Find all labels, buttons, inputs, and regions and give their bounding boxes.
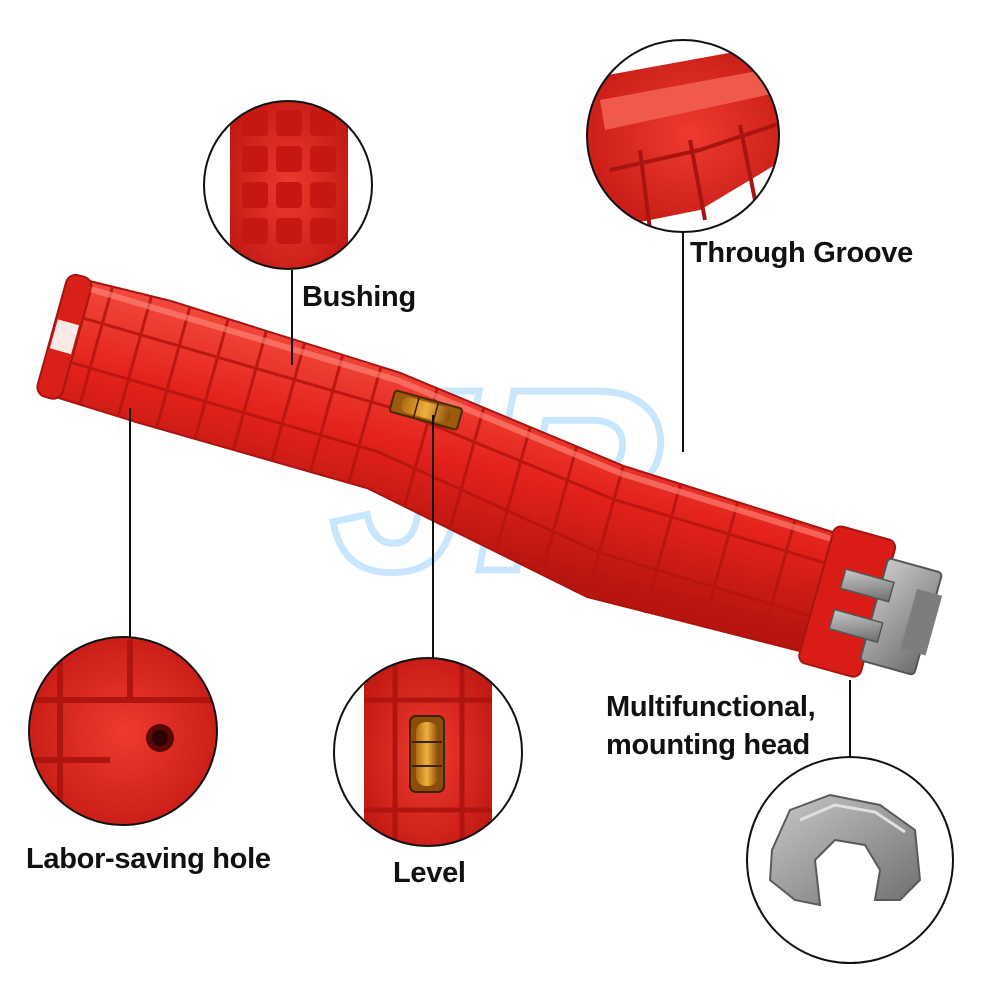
through-groove-detail (586, 39, 780, 233)
level-detail (333, 657, 523, 847)
metal-head (828, 557, 943, 676)
mounting-head-detail (746, 756, 954, 964)
mounting-head-label-line1: Multifunctional, (606, 691, 816, 723)
tool-body (36, 273, 943, 678)
through-groove-label: Through Groove (690, 237, 913, 269)
bushing-label: Bushing (302, 281, 416, 313)
level-vial (389, 389, 463, 431)
labor-saving-hole-detail (28, 636, 218, 826)
labor-saving-hole-label: Labor-saving hole (26, 843, 271, 875)
level-label: Level (393, 857, 466, 889)
callout-lines (129, 232, 851, 760)
mounting-head-label: Multifunctional, mounting head (606, 688, 816, 764)
mounting-head-label-line2: mounting head (606, 729, 810, 761)
bushing-detail (203, 100, 373, 270)
